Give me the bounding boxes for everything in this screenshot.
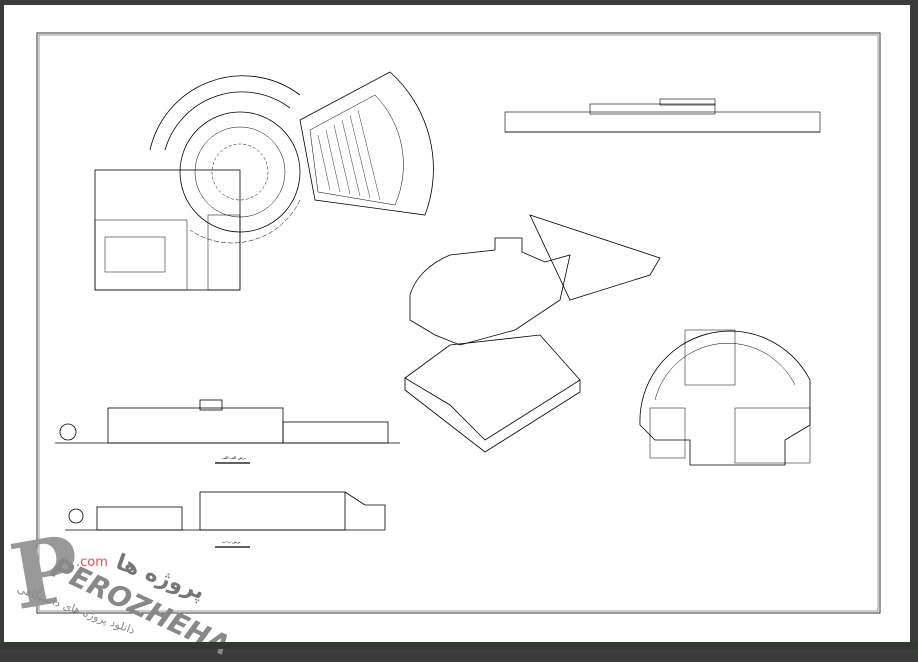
drawing-sheet: برش الف-الف برش ب-ب P .com پروژه ها PERO… [3,5,910,662]
sheet-inner-frame [38,34,879,612]
ground-floor-plan [94,71,434,291]
section-a-title: برش الف-الف [222,455,246,460]
isometric-view [404,214,661,453]
sheet-frame [36,32,881,614]
section-b: برش ب-ب [65,491,386,548]
section-b-title: برش ب-ب [222,539,240,544]
watermark-domain: .com [76,555,108,570]
bottom-bar [0,642,918,649]
cad-drawing: برش الف-الف برش ب-ب [36,32,881,614]
front-elevation-small [504,98,821,133]
first-floor-plan [639,329,811,466]
section-a: برش الف-الف [55,399,400,464]
